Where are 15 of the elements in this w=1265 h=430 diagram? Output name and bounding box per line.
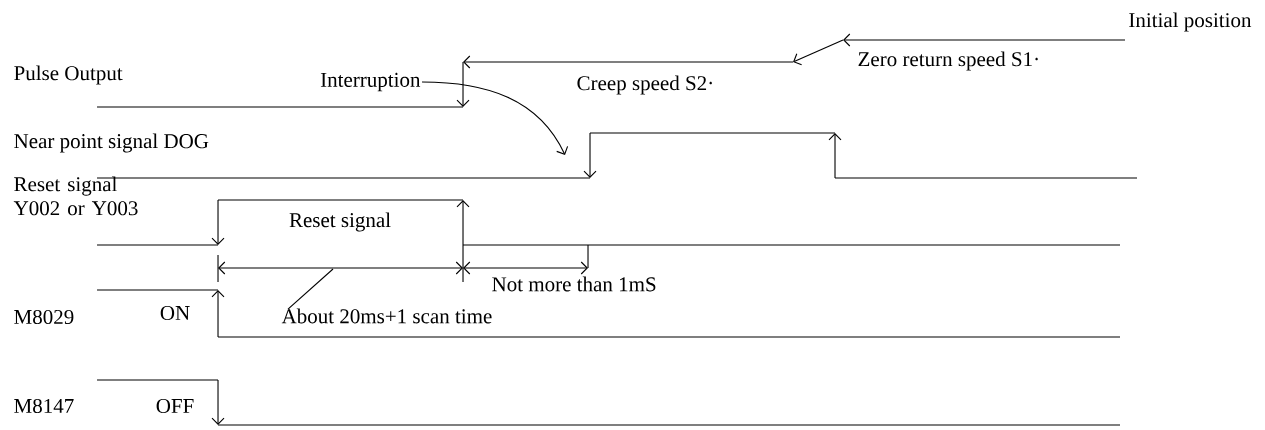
speed-label: Creep speed S2· — [577, 75, 712, 95]
signal-label: Pulse Output — [14, 65, 123, 85]
signal-label: M8147 — [14, 398, 74, 414]
pulse-label: Reset signal — [289, 212, 391, 232]
speed-label: Zero return speed S1· — [858, 51, 1038, 71]
position-label: Initial position — [1129, 12, 1252, 32]
annotation-text: About 20ms+1 scan time — [281, 308, 492, 324]
leader-line — [421, 81, 569, 155]
state-label: ON — [160, 305, 190, 321]
signal-label: Reset signal Y002 or Y003 — [13, 176, 138, 216]
annotation-text: Interruption — [320, 72, 421, 92]
signal-label: M8029 — [14, 309, 74, 325]
state-label: OFF — [156, 398, 194, 414]
duration-label: Not more than 1mS — [492, 276, 656, 292]
signal-label: Near point signal DOG — [14, 133, 209, 153]
